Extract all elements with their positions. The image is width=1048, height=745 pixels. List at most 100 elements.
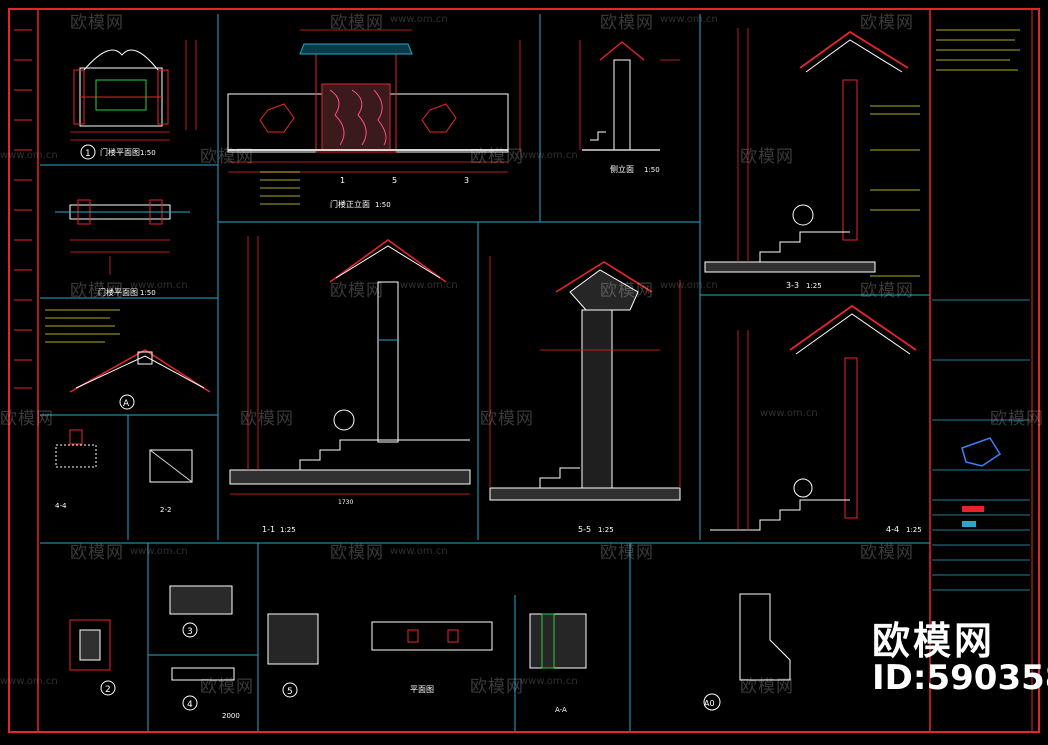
panel-title: 门楼平面图 (100, 147, 140, 157)
grid-label-5: 5 (392, 176, 397, 185)
title-block-map-graphic (961, 437, 1002, 467)
grid-label-3: 3 (464, 176, 469, 185)
watermark-url: www.om.cn (400, 280, 458, 291)
panel-frames (40, 14, 930, 731)
side-elevation (582, 41, 660, 151)
section-tag-3: 1-1 (262, 525, 275, 534)
detail-4-text: 4 (187, 700, 193, 710)
panel-scale: 1:50 (140, 149, 156, 157)
watermark-url: www.om.cn (0, 676, 58, 687)
section-3-3-notes (870, 105, 920, 277)
panel-scale-2: 1:50 (140, 289, 156, 297)
grid-label-1: 1 (340, 176, 345, 185)
panel-title-4: 侧立面 (610, 164, 634, 174)
watermark-brand: 欧模网 (200, 147, 254, 167)
watermark-url: www.om.cn (520, 150, 578, 161)
watermark-brand: 欧模网 (200, 677, 254, 697)
section-4-4 (710, 304, 917, 531)
detail-3-marker (182, 622, 198, 638)
top-plan-dims (70, 239, 170, 275)
detail-4-bottom (171, 667, 235, 681)
watermark-brand: 欧模网 (470, 147, 524, 167)
section-tag-2: 2-2 (160, 506, 171, 514)
dim-label: 1730 (338, 499, 353, 506)
watermark-brand: 欧模网 (860, 13, 914, 33)
section-5-5-dims (489, 256, 681, 488)
watermark-brand: 欧模网 (330, 281, 384, 301)
watermark-url: www.om.cn (520, 676, 578, 687)
detail-5-bottom (267, 613, 319, 665)
section-a-a-bottom (529, 613, 587, 669)
watermark-brand: 欧模网 (470, 677, 524, 697)
section-3-3 (704, 30, 909, 273)
watermark-brand: 欧模网 (70, 281, 124, 301)
outer-border (8, 8, 1040, 733)
detail-3-text: 3 (187, 627, 193, 637)
watermark-brand: 欧模网 (740, 677, 794, 697)
watermark-url: www.om.cn (660, 280, 718, 291)
roof-detail-annotations (45, 309, 120, 343)
detail-5-marker (282, 682, 298, 698)
detail-4-marker (182, 695, 198, 711)
watermark-url: www.om.cn (130, 546, 188, 557)
title-block-highlight (962, 506, 984, 512)
watermark-brand: 欧模网 (70, 13, 124, 33)
plan-view-title: 平面图 (410, 685, 434, 694)
small-detail-2-2 (149, 449, 193, 483)
watermark-url: www.om.cn (0, 150, 58, 161)
section-4-4-dims (737, 330, 749, 530)
detail-number-text: 1 (85, 149, 91, 159)
watermark-brand: 欧模网 (600, 13, 654, 33)
gate-front-elevation (227, 43, 509, 153)
detail-number-marker (80, 144, 96, 160)
section-3-3-dims (737, 28, 749, 262)
section-5-5 (489, 261, 681, 501)
watermark-brand: 欧模网 (600, 543, 654, 563)
section-tag-4: 5-5 (578, 525, 591, 534)
small-detail-4-4 (55, 429, 97, 468)
detail-2-bottom (69, 619, 111, 671)
section-tag-1: 4-4 (55, 502, 67, 510)
section-scale-5: 1:25 (806, 282, 822, 290)
watermark-brand: 欧模网 (70, 543, 124, 563)
section-1-1 (229, 239, 471, 485)
section-1-1-dims (230, 236, 470, 495)
section-tag-7: A-A (555, 706, 567, 714)
section-tag-5: 3-3 (786, 281, 799, 290)
watermark-brand: 欧模网 (240, 409, 294, 429)
detail-2-marker (100, 680, 116, 696)
watermark-url: www.om.cn (390, 546, 448, 557)
watermark-url: www.om.cn (130, 280, 188, 291)
section-scale-6: 1:25 (906, 526, 922, 534)
watermark-brand: 欧模网 (990, 409, 1044, 429)
detail-5-text: 5 (287, 687, 293, 697)
section-scale-4: 1:25 (598, 526, 614, 534)
panel-scale-3: 1:50 (375, 201, 391, 209)
detail-a0-bottom (739, 593, 791, 681)
gate-plan-drawing (73, 49, 169, 127)
top-plan-drawing (55, 199, 190, 225)
elevation-notes (260, 171, 300, 205)
watermark-brand: 欧模网 (740, 147, 794, 167)
watermark-brand: 欧模网 (330, 543, 384, 563)
title-block-highlight-2 (962, 521, 976, 527)
section-scale-3: 1:25 (280, 526, 296, 534)
side-elevation-dims (579, 40, 680, 150)
title-block-lines (932, 299, 1030, 591)
brand-id: ID:590358 (872, 658, 1048, 698)
watermark-brand: 欧模网 (0, 409, 54, 429)
detail-a0-text: A0 (704, 699, 715, 708)
gate-plan-dims (70, 40, 197, 141)
detail-2-text: 2 (105, 685, 111, 695)
panel-title-3: 门楼正立面 (330, 199, 370, 209)
watermark-brand: 欧模网 (860, 543, 914, 563)
brand-logo: 欧模网 (872, 619, 996, 663)
detail-4-dim: 2000 (222, 712, 240, 720)
detail-3-bottom (169, 585, 233, 615)
left-margin-ticks (14, 29, 32, 389)
watermark-brand: 欧模网 (860, 281, 914, 301)
title-block-notes (936, 29, 1020, 71)
detail-a-text: A (123, 399, 130, 409)
